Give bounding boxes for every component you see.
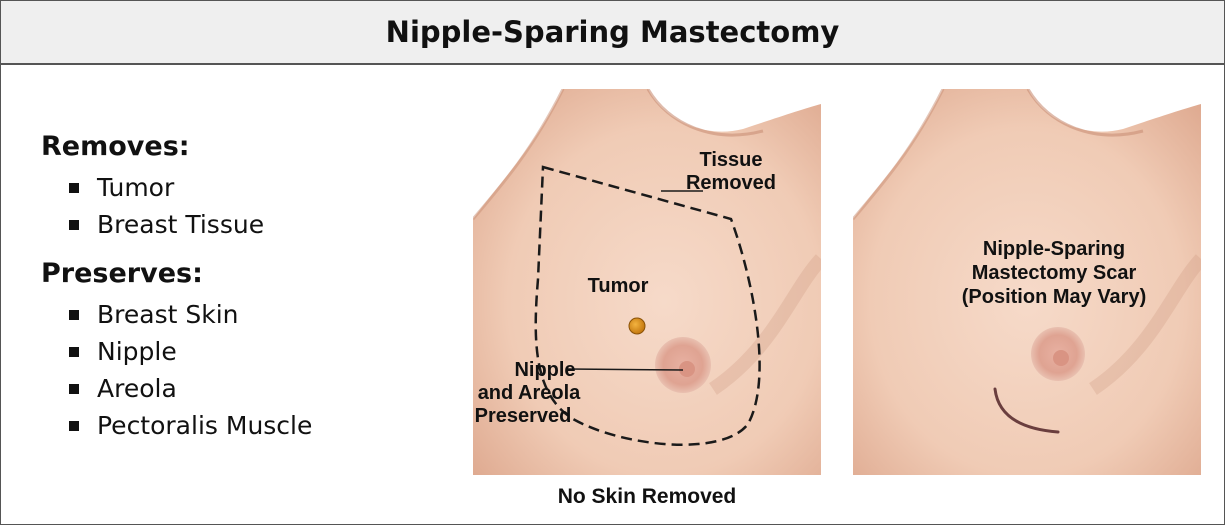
tissue-label-line1: Tissue: [700, 149, 763, 171]
tissue-label-line2: Removed: [686, 172, 776, 194]
scar-label-line3: (Position May Vary): [962, 286, 1147, 308]
left-caption: No Skin Removed: [473, 485, 821, 509]
removes-list: Tumor Breast Tissue: [69, 169, 264, 243]
after-illustration: Nipple-Sparing Mastectomy Scar (Position…: [853, 89, 1201, 475]
tumor-dot: [629, 318, 645, 334]
scar-label-line1: Nipple-Sparing: [983, 238, 1125, 260]
list-item: Breast Skin: [69, 296, 312, 333]
square-bullet-icon: [69, 421, 79, 431]
square-bullet-icon: [69, 384, 79, 394]
nipple: [679, 361, 695, 377]
breast-before-svg: Tissue Removed Tumor Nipple and Areola P…: [473, 89, 821, 475]
preserves-heading: Preserves:: [41, 258, 203, 289]
breast-after-svg: Nipple-Sparing Mastectomy Scar (Position…: [853, 89, 1201, 475]
square-bullet-icon: [69, 183, 79, 193]
scar-label-line2: Mastectomy Scar: [972, 262, 1137, 284]
title-bar: Nipple-Sparing Mastectomy: [1, 1, 1224, 65]
square-bullet-icon: [69, 310, 79, 320]
removes-heading: Removes:: [41, 131, 190, 162]
square-bullet-icon: [69, 220, 79, 230]
nipple: [1053, 350, 1069, 366]
tumor-label: Tumor: [588, 275, 649, 297]
nipple-label-line1: Nipple: [514, 359, 575, 381]
before-illustration: Tissue Removed Tumor Nipple and Areola P…: [473, 89, 821, 475]
list-item: Pectoralis Muscle: [69, 407, 312, 444]
nipple-leader-line: [568, 369, 683, 370]
list-item: Areola: [69, 370, 312, 407]
list-item: Breast Tissue: [69, 206, 264, 243]
list-item: Nipple: [69, 333, 312, 370]
nipple-label-line3: Preserved: [475, 405, 572, 427]
nipple-label-line2: and Areola: [478, 382, 581, 404]
square-bullet-icon: [69, 347, 79, 357]
list-item: Tumor: [69, 169, 264, 206]
preserves-list: Breast Skin Nipple Areola Pectoralis Mus…: [69, 296, 312, 444]
figure-title: Nipple-Sparing Mastectomy: [386, 15, 840, 49]
